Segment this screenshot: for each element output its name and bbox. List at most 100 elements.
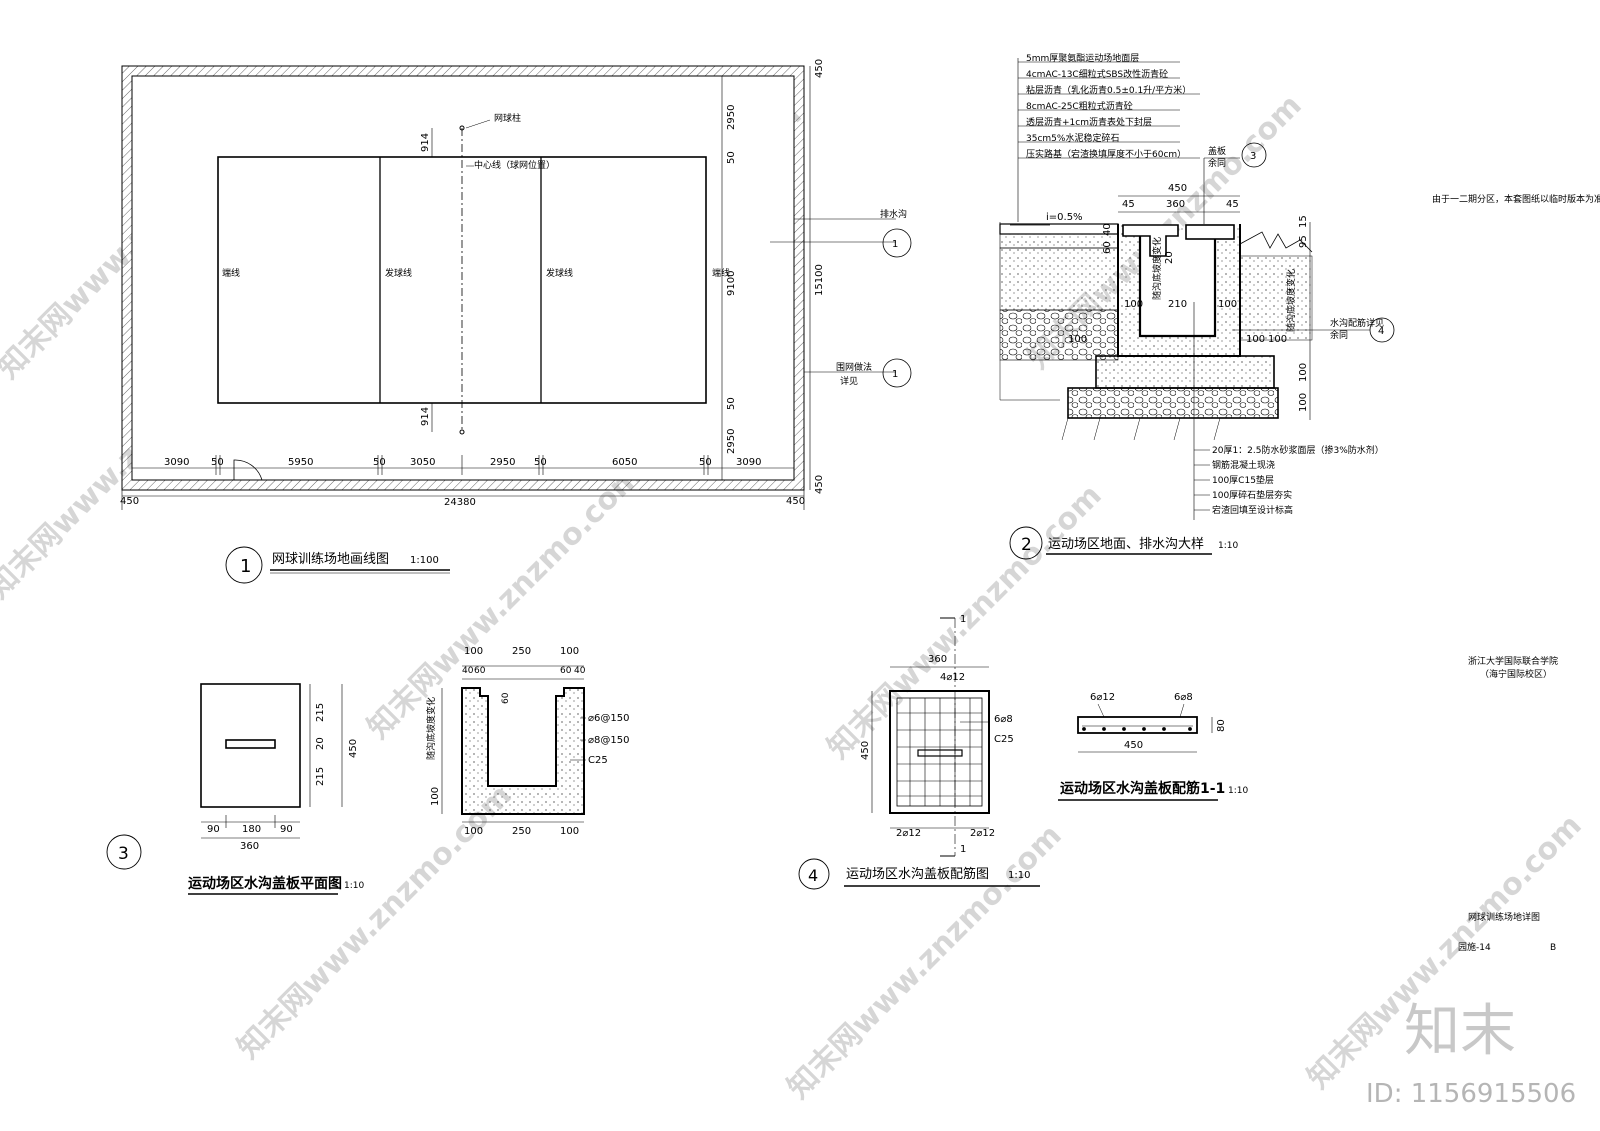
bottom-layer-label: 20厚1：2.5防水砂浆面层（掺3%防水剂）: [1212, 444, 1384, 456]
dim-text: 450: [860, 741, 871, 760]
rebar-label: 4⌀12: [940, 672, 965, 683]
dim-text: 80: [1216, 719, 1227, 732]
dim-text: 180: [242, 824, 261, 835]
dim-text: 100: [1246, 334, 1265, 345]
dim-text: 2950: [490, 457, 515, 468]
court-title: 1 网球训练场地画线图 1:100: [225, 546, 450, 584]
concrete-label: C25: [994, 734, 1014, 745]
drain-label: 排水沟: [880, 208, 907, 220]
depth-note: 随沟底坡度变化: [425, 697, 437, 760]
layer-label: 35cm5%水泥稳定碎石: [1026, 132, 1119, 144]
title-number: 3: [118, 844, 129, 864]
section-mark: 1: [960, 844, 966, 855]
dim-total: 360: [240, 841, 259, 852]
drawing-title: 运动场区水沟盖板平面图: [188, 875, 342, 892]
section-labels: 5mm厚聚氨酯运动场地面层 4cmAC-13C细粒式SBS改性沥青砼 粘层沥青（…: [1026, 52, 1384, 516]
bottom-layer-label: 宕渣回填至设计标高: [1212, 504, 1293, 516]
rebar-ref: 水沟配筋详见: [1330, 317, 1384, 329]
dim-text: 90: [207, 824, 220, 835]
layer-label: 粘层沥青（乳化沥青0.5±0.1升/平方米）: [1026, 84, 1191, 96]
section-detail: [999, 58, 1395, 520]
layer-label: 8cmAC-25C粗粒式沥青砼: [1026, 100, 1133, 112]
dim-text: 50: [373, 457, 386, 468]
dim-text: 450: [348, 739, 359, 758]
dim-text: 40: [574, 666, 586, 676]
depth-note-right: 随沟底坡度变化: [1285, 269, 1297, 332]
dim-text: 60: [560, 666, 572, 676]
rebar-label: 2⌀12: [970, 828, 995, 839]
dim-text: 450: [1124, 740, 1143, 751]
cover-ref: 盖板: [1208, 145, 1226, 157]
dim-text: 3050: [410, 457, 435, 468]
cover-ref2: 余同: [1208, 157, 1226, 169]
concrete-label: C25: [588, 755, 608, 766]
drawing-scale: 1:10: [1228, 786, 1248, 796]
dim-text: 3090: [736, 457, 761, 468]
dim-text: 15100: [814, 264, 825, 296]
dim-text: 914: [420, 133, 431, 152]
dim-text: 215: [315, 767, 326, 786]
title-number: 4: [808, 866, 818, 885]
dim-text: 50: [211, 457, 224, 468]
dim-text: 100: [464, 646, 483, 657]
drawing-scale: 1:10: [344, 881, 364, 891]
dim-text: 100: [1268, 334, 1287, 345]
ref-number: 1: [892, 369, 898, 380]
cover-rebar-labels: 360 4⌀12 6⌀8 C25 450 2⌀12 2⌀12 1 1 4 运动场…: [808, 614, 1040, 887]
channel-labels: 100 250 100 40 60 60 40 60 ⌀6@150 ⌀8@150…: [425, 646, 629, 837]
rebar-label: 6⌀8: [994, 714, 1013, 725]
dim-text: 210: [1168, 299, 1187, 310]
drawing-title: 网球训练场地画线图: [272, 552, 389, 567]
court-labels: 网球柱 中心线（球网位置） 端线 端线 发球线 发球线 排水沟 围网做法 详见 …: [120, 59, 907, 508]
dim-text: 60: [501, 692, 511, 704]
rebar-label: 6⌀8: [1174, 692, 1193, 703]
dim-text: 95: [1298, 235, 1309, 248]
dim-total: 24380: [444, 497, 476, 508]
dim-text: 360: [928, 654, 947, 665]
layer-label: 压实路基（宕渣换填厚度不小于60cm）: [1026, 148, 1186, 160]
ref-number: 3: [1250, 151, 1256, 162]
fence-ref-label: 围网做法: [836, 361, 872, 373]
dim-text: 450: [120, 496, 139, 507]
drawing-scale: 1:100: [410, 555, 439, 566]
detail-ref-circle: [882, 228, 912, 258]
dim-text: 15: [1298, 215, 1309, 228]
title-number: 2: [1021, 535, 1032, 555]
dim-text: 60: [474, 666, 486, 676]
bottom-layer-label: 钢筋混凝土现浇: [1212, 459, 1275, 471]
dim-text: 40: [462, 666, 474, 676]
dim-text: 215: [315, 703, 326, 722]
dim-text: 40: [1102, 223, 1113, 236]
dim-text: 100: [1298, 393, 1309, 412]
rebar-label: 2⌀12: [896, 828, 921, 839]
depth-note: 随沟底坡度变化: [1151, 237, 1163, 300]
rebar-ref2: 余同: [1330, 329, 1348, 341]
dim-text: 250: [512, 826, 531, 837]
dim-text: 20: [315, 737, 326, 750]
rebar-label: 6⌀12: [1090, 692, 1115, 703]
dim-text: 450: [786, 496, 805, 507]
section-title: 2 运动场区地面、排水沟大样 1:10: [1009, 526, 1238, 560]
dim-text: 90: [280, 824, 293, 835]
net-post-label: 网球柱: [494, 112, 521, 124]
drawing-scale: 1:10: [1218, 541, 1238, 551]
watermark: 知末网www.znzmo.com: [781, 818, 1069, 1106]
drawing-title: 运动场区水沟盖板配筋1-1: [1060, 780, 1225, 797]
title-block: 网球训练场地详图 园施-14 B: [1458, 911, 1556, 953]
project-sub: （海宁国际校区）: [1480, 668, 1552, 680]
channel-section: [441, 665, 586, 823]
title-number: 1: [240, 556, 251, 577]
dim-text: 2950: [726, 105, 737, 130]
sheet-code: 园施-14: [1458, 941, 1491, 953]
dim-text: 100: [464, 826, 483, 837]
baseline-left-label: 端线: [222, 267, 240, 279]
slope-label: i=0.5%: [1046, 212, 1083, 223]
dim-text: 914: [420, 407, 431, 426]
baseline-right-label: 端线: [712, 267, 730, 279]
dim-text: 100: [560, 646, 579, 657]
brand-logo: 知末: [1404, 999, 1516, 1064]
section-1-1-labels: 6⌀12 6⌀8 80 450 运动场区水沟盖板配筋1-1 1:10: [1058, 692, 1248, 801]
watermark: 知末网www.znzmo.com: [231, 778, 519, 1066]
drawing-title: 运动场区水沟盖板配筋图: [846, 866, 989, 882]
